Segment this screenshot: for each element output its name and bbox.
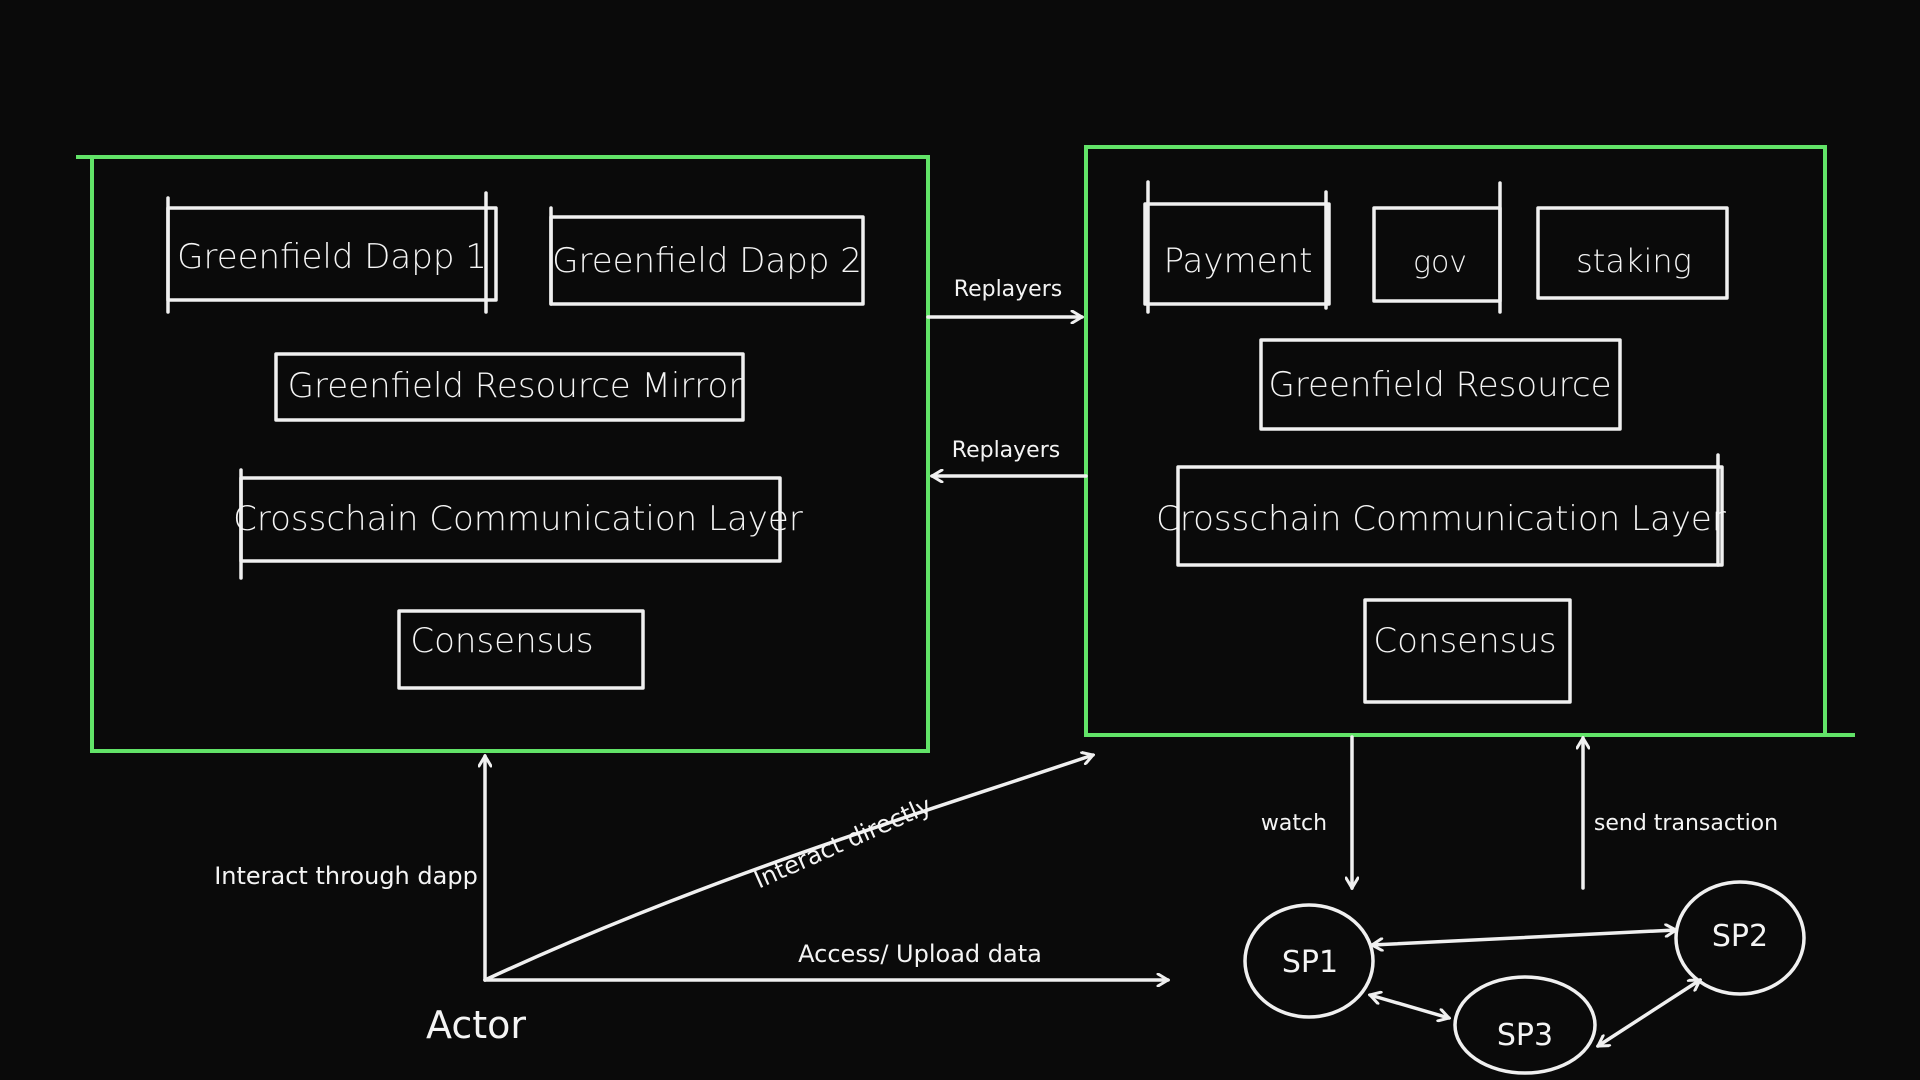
right-container-border [1084, 145, 1827, 737]
sp-links [1370, 930, 1700, 1048]
sp-arrows: watch send transaction [1261, 735, 1778, 888]
sp1-node[interactable]: SP1 [1243, 903, 1375, 1019]
actor-arrows: Interact through dapp Interact directly … [214, 755, 1168, 1047]
consensus-right-label: Consensus [1373, 621, 1556, 661]
relayer-left-label: Replayers [952, 438, 1060, 463]
right-chain-container [1084, 145, 1855, 737]
box-dapp2[interactable]: Greenfield Dapp 2 [549, 206, 865, 306]
sp2-node[interactable]: SP2 [1674, 880, 1806, 996]
box-greenfield-resource[interactable]: Greenfield Resource [1259, 338, 1622, 431]
box-payment[interactable]: Payment [1143, 180, 1331, 314]
relayer-right-label: Replayers [954, 277, 1062, 302]
staking-label: staking [1576, 242, 1692, 280]
box-ccl-right[interactable]: Crosschain Communication Layer [1156, 453, 1726, 567]
mirror-label: Greenfield Resource Mirror [288, 366, 743, 406]
access-data-label: Access/ Upload data [798, 940, 1042, 968]
relayer-arrow-right: Replayers [926, 277, 1082, 317]
arrow-interact-directly [483, 755, 1093, 982]
left-container-border [90, 155, 930, 753]
actor-label: Actor [426, 1003, 526, 1047]
link-sp1-sp3 [1370, 995, 1449, 1018]
payment-label: Payment [1164, 241, 1313, 281]
watch-label: watch [1261, 811, 1327, 836]
interact-directly-label: Interact directly [750, 791, 936, 894]
gov-label: gov [1413, 245, 1467, 280]
through-dapp-label: Interact through dapp [214, 862, 478, 890]
box-ccl-left[interactable]: Crosschain Communication Layer [233, 468, 803, 580]
sp3-label: SP3 [1497, 1018, 1553, 1053]
box-staking[interactable]: staking [1536, 206, 1729, 300]
ccl-left-label: Crosschain Communication Layer [233, 499, 803, 539]
send-transaction-label: send transaction [1594, 811, 1778, 836]
link-sp1-sp2 [1372, 930, 1676, 945]
sp3-node[interactable]: SP3 [1453, 975, 1597, 1075]
box-dapp1[interactable]: Greenfield Dapp 1 [166, 191, 498, 314]
box-consensus-right[interactable]: Consensus [1363, 598, 1572, 704]
resource-label: Greenfield Resource [1268, 365, 1611, 405]
dapp2-label: Greenfield Dapp 2 [552, 241, 862, 281]
ccl-right-label: Crosschain Communication Layer [1156, 499, 1726, 539]
sp2-label: SP2 [1712, 919, 1768, 954]
sp1-label: SP1 [1282, 945, 1338, 980]
relayer-arrow-left: Replayers [932, 438, 1088, 476]
box-gov[interactable]: gov [1372, 181, 1502, 314]
link-sp3-sp2 [1598, 978, 1700, 1048]
box-resource-mirror[interactable]: Greenfield Resource Mirror [274, 352, 745, 422]
box-consensus-left[interactable]: Consensus [397, 609, 645, 690]
left-chain-container [76, 155, 930, 753]
consensus-left-label: Consensus [410, 621, 593, 661]
dapp1-label: Greenfield Dapp 1 [177, 237, 487, 277]
